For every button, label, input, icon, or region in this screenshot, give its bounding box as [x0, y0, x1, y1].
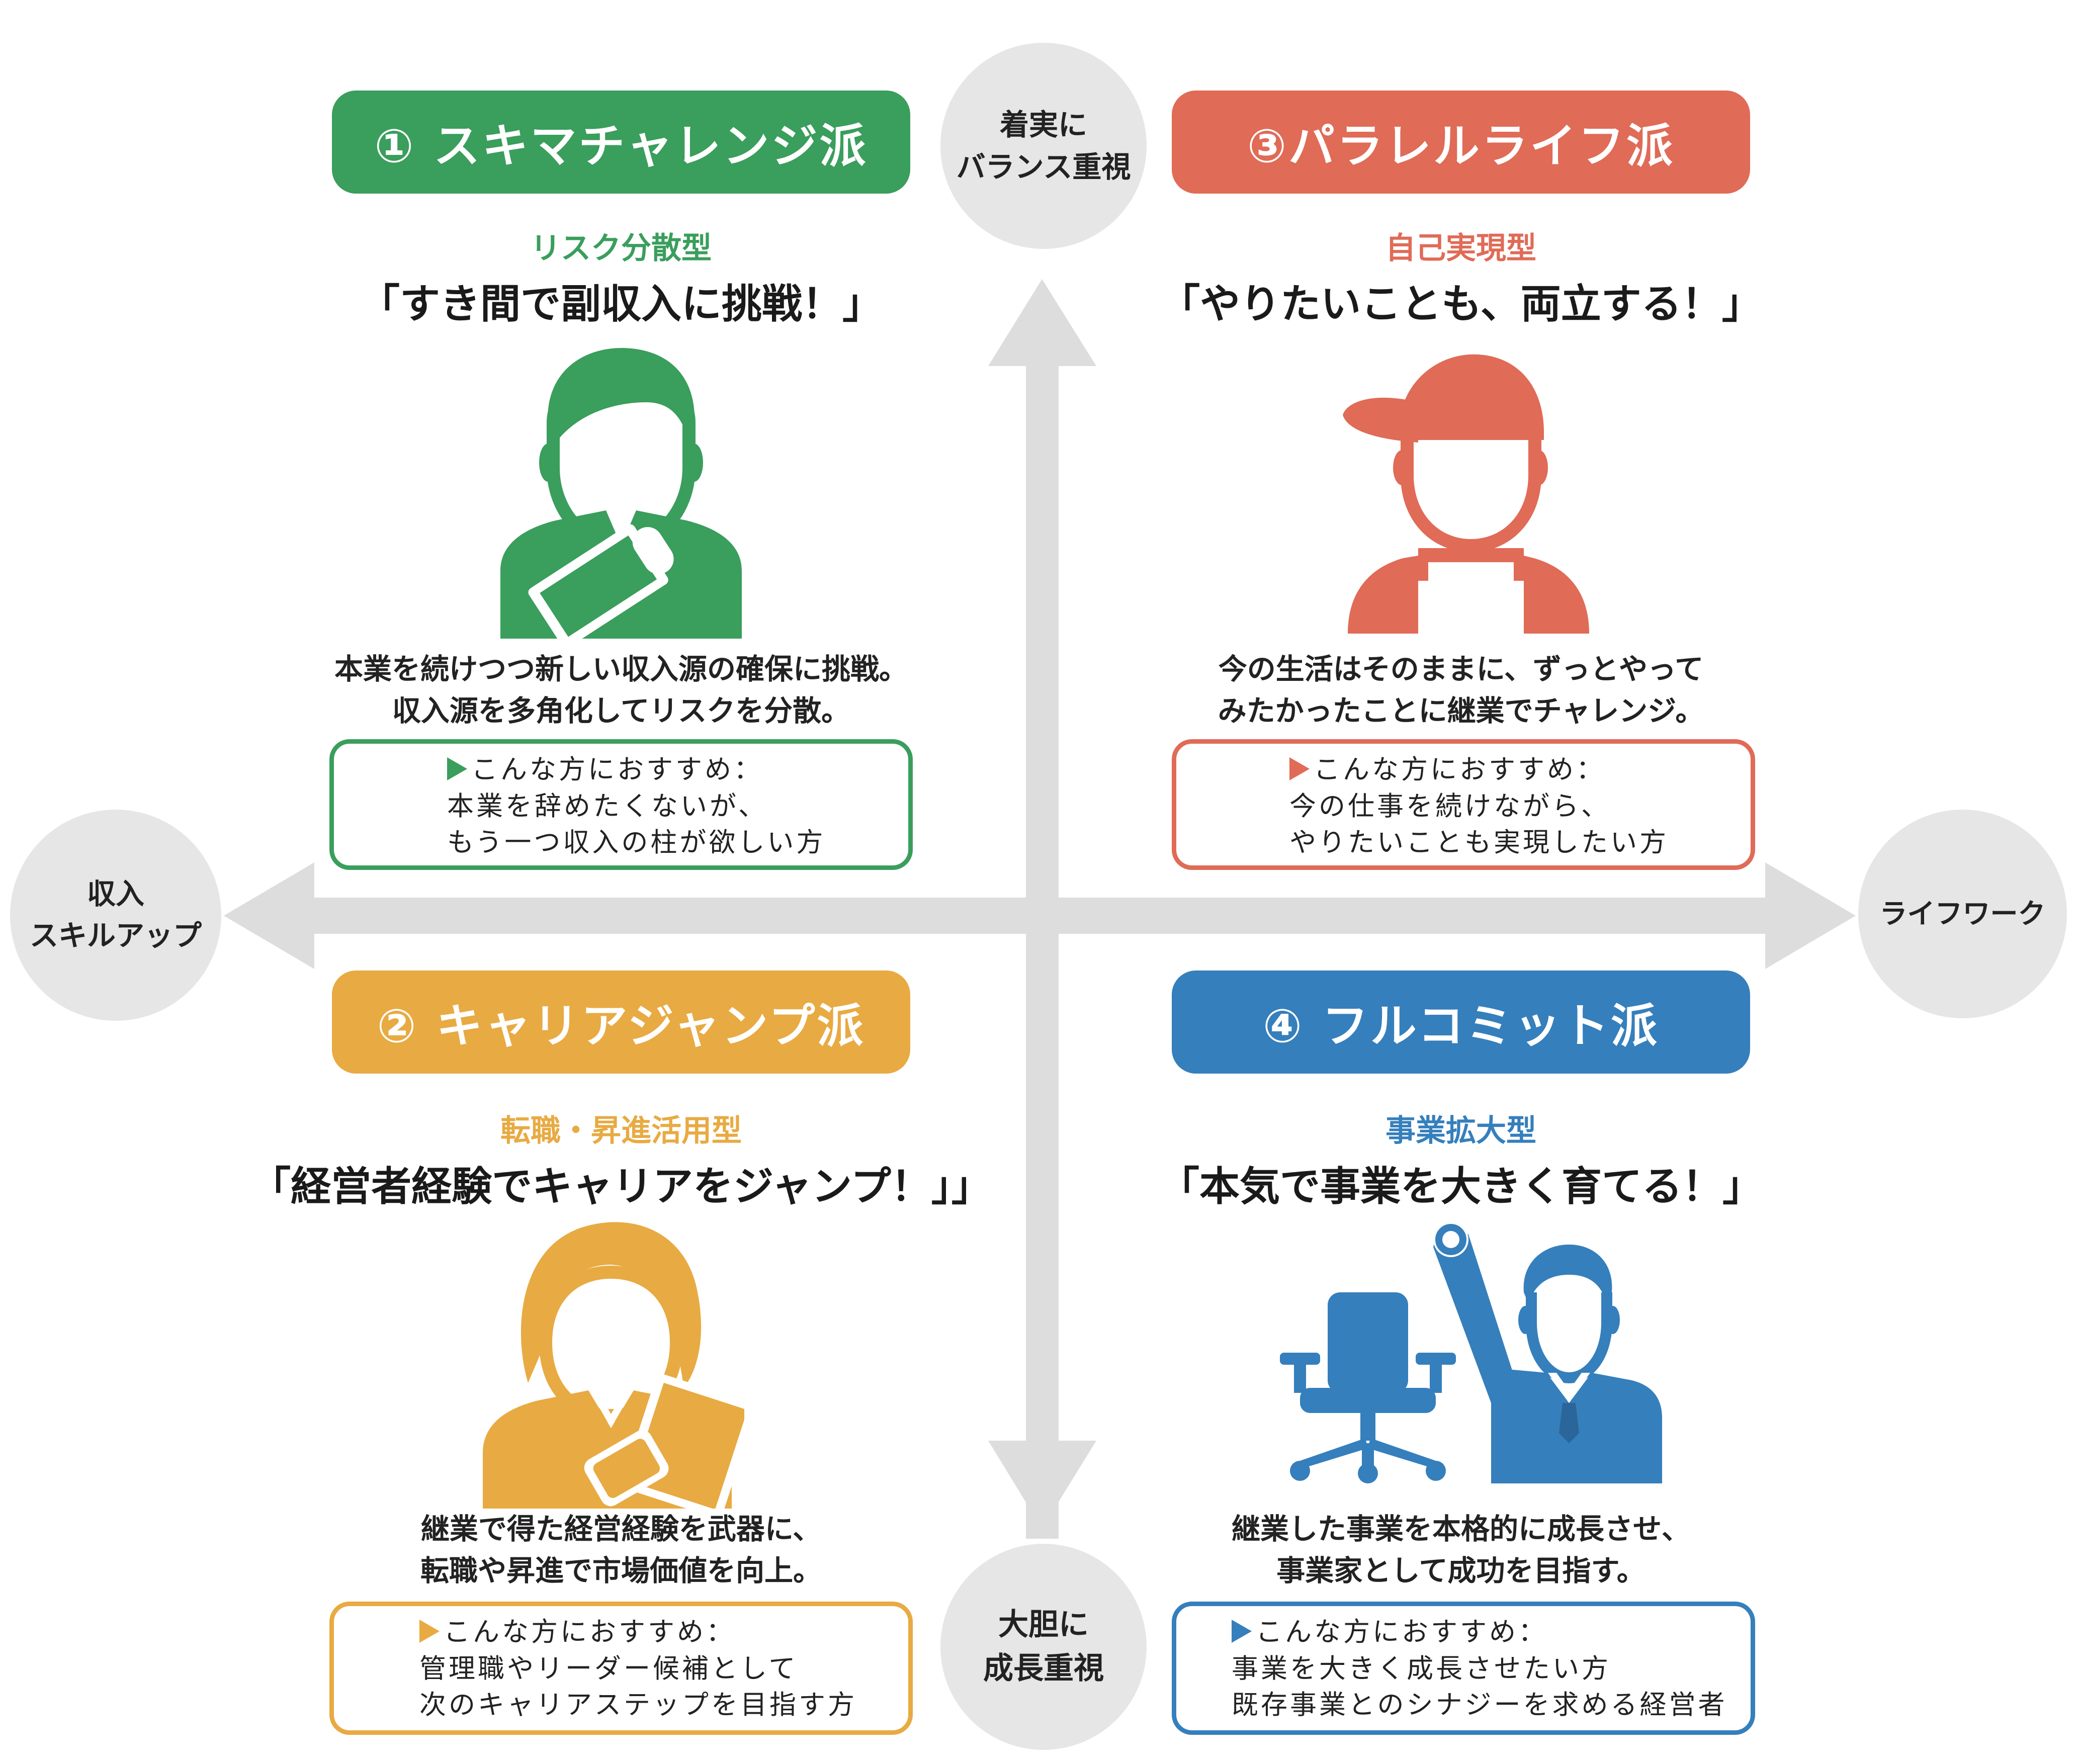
subtype-label: 転職・昇進活用型	[500, 1113, 742, 1149]
horizontal-axis	[312, 898, 1780, 934]
catch-phrase: 「すき間で副収入に挑戦！」	[360, 281, 883, 327]
axis-label-right: ライフワーク	[1858, 810, 2067, 1018]
axis-arrow-left	[224, 862, 314, 969]
recommendation-title: こんな方におすすめ：	[1314, 754, 1605, 785]
recommendation-line: 事業を大きく成長させたい方	[1232, 1653, 1611, 1684]
subtype-label: 自己実現型	[1385, 231, 1536, 266]
recommendation-line: 次のキャリアステップを目指す方	[419, 1690, 857, 1721]
axis-arrow-up	[988, 279, 1096, 366]
recommendation-line: 既存事業とのシナジーを求める経営者	[1232, 1690, 1727, 1721]
description: 継業した事業を本格的に成長させ、 事業家として成功を目指す。	[1232, 1513, 1690, 1587]
axis-label-bottom: 大胆に 成長重視	[940, 1544, 1147, 1750]
description: 今の生活はそのままに、ずっとやって みたかったことに継業でチャレンジ。	[1218, 653, 1704, 728]
subtype-label: 事業拡大型	[1385, 1113, 1536, 1149]
catch-phrase: 「やりたいことも、両立する！」	[1160, 281, 1762, 327]
recommendation-box: こんな方におすすめ： 管理職やリーダー候補として 次のキャリアステップを目指す方	[329, 1602, 913, 1735]
axis-label-top: 着実に バランス重視	[940, 43, 1147, 249]
play-triangle-icon	[1289, 757, 1310, 780]
subtype-label: リスク分散型	[531, 231, 712, 266]
banner-title: ① スキマチャレンジ派	[332, 91, 910, 194]
description: 本業を続けつつ新しい収入源の確保に挑戦。 収入源を多角化してリスクを分散。	[334, 653, 908, 728]
description: 継業で得た経営経験を武器に、 転職や昇進で市場価値を向上。	[420, 1513, 822, 1587]
axis-label-left: 収入 スキルアップ	[10, 810, 221, 1021]
recommendation-line: 本業を辞めたくないが、	[447, 790, 767, 822]
businessman-icon	[500, 347, 742, 639]
vertical-axis	[1026, 357, 1059, 1539]
recommendation-title: こんな方におすすめ：	[1256, 1617, 1547, 1647]
recommendation-box: こんな方におすすめ： 事業を大きく成長させたい方 既存事業とのシナジーを求める経…	[1172, 1602, 1755, 1735]
play-triangle-icon	[419, 1620, 440, 1643]
axis-arrow-right	[1765, 862, 1856, 969]
businesswoman-icon	[483, 1222, 744, 1509]
axis-arrow-down	[988, 1441, 1096, 1529]
recommendation-box: こんな方におすすめ： 本業を辞めたくないが、 もう一つ収入の柱が欲しい方	[329, 739, 913, 870]
banner-title: ② キャリアジャンプ派	[332, 971, 910, 1074]
executive-chair-icon	[1280, 1222, 1662, 1483]
recommendation-title: こんな方におすすめ：	[471, 754, 763, 785]
recommendation-line: もう一つ収入の柱が欲しい方	[447, 827, 826, 858]
recommendation-line: 今の仕事を続けながら、	[1289, 790, 1610, 822]
recommendation-title: こんな方におすすめ：	[444, 1617, 735, 1647]
recommendation-line: やりたいことも実現したい方	[1289, 827, 1669, 858]
banner-title: ④ フルコミット派	[1172, 971, 1750, 1074]
catch-phrase: 「本気で事業を大きく育てる！」	[1159, 1163, 1763, 1210]
play-triangle-icon	[447, 757, 467, 780]
banner-title: ③パラレルライフ派	[1172, 91, 1750, 194]
play-triangle-icon	[1232, 1620, 1252, 1643]
recommendation-line: 管理職やリーダー候補として	[419, 1653, 798, 1684]
recommendation-box: こんな方におすすめ： 今の仕事を続けながら、 やりたいことも実現したい方	[1172, 739, 1755, 870]
cap-worker-icon	[1343, 354, 1589, 634]
catch-phrase: 「経営者経験でキャリアをジャンプ！」」	[250, 1163, 992, 1210]
